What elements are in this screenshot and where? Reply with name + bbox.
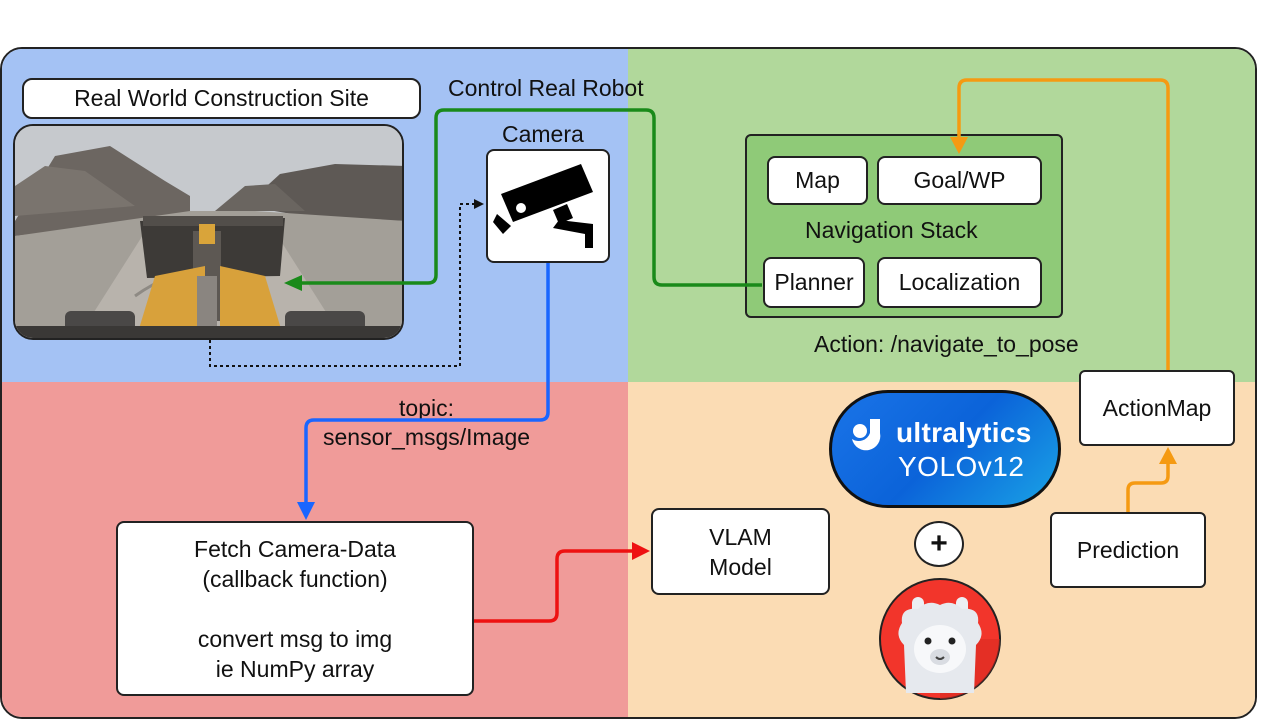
camera-box [486,149,610,263]
plus-icon: + [914,521,964,567]
localization-text: Localization [898,269,1021,296]
vlam-line-2: Model [709,553,772,580]
llama-icon [879,578,1001,700]
topic-label: topic: sensor_msgs/Image [323,394,530,452]
fetch-line-3: convert msg to img [197,625,393,652]
site-label: Real World Construction Site [22,78,421,119]
fetch-camera-data-box: Fetch Camera-Data (callback function) co… [116,521,474,696]
ultralytics-logo-icon [852,419,881,451]
camera-label: Camera [502,121,584,147]
security-camera-icon [493,164,593,248]
fetch-line-2: (callback function) [202,565,388,592]
control-robot-label: Control Real Robot [448,75,644,101]
fetch-line-4: ie NumPy array [215,655,375,682]
navigation-stack-title: Navigation Stack [805,217,978,243]
construction-site-drawing [15,126,402,338]
actionmap-box: ActionMap [1079,370,1235,446]
vlam-line-1: VLAM [709,523,772,550]
site-label-text: Real World Construction Site [74,85,369,112]
action-label: Action: /navigate_to_pose [814,331,1079,357]
prediction-text: Prediction [1076,536,1180,563]
vlam-model-box: VLAM Model [651,508,830,595]
localization-box: Localization [877,257,1042,308]
navigation-stack: Map Goal/WP Navigation Stack Planner Loc… [745,134,1063,318]
yolo-badge: ultralytics YOLOv12 [829,390,1061,508]
goal-box: Goal/WP [877,156,1042,205]
construction-site-image [13,124,404,340]
actionmap-text: ActionMap [1102,394,1212,421]
yolo-model-text: YOLOv12 [898,451,1025,482]
yolo-brand-text: ultralytics [896,417,1032,448]
planner-box: Planner [763,257,865,308]
fetch-line-1: Fetch Camera-Data [194,535,396,562]
map-box: Map [767,156,868,205]
map-text: Map [795,167,840,194]
planner-text: Planner [774,269,854,296]
prediction-box: Prediction [1050,512,1206,588]
topic-line-1: topic: [399,395,455,421]
goal-text: Goal/WP [913,167,1006,194]
topic-line-2: sensor_msgs/Image [323,424,531,450]
